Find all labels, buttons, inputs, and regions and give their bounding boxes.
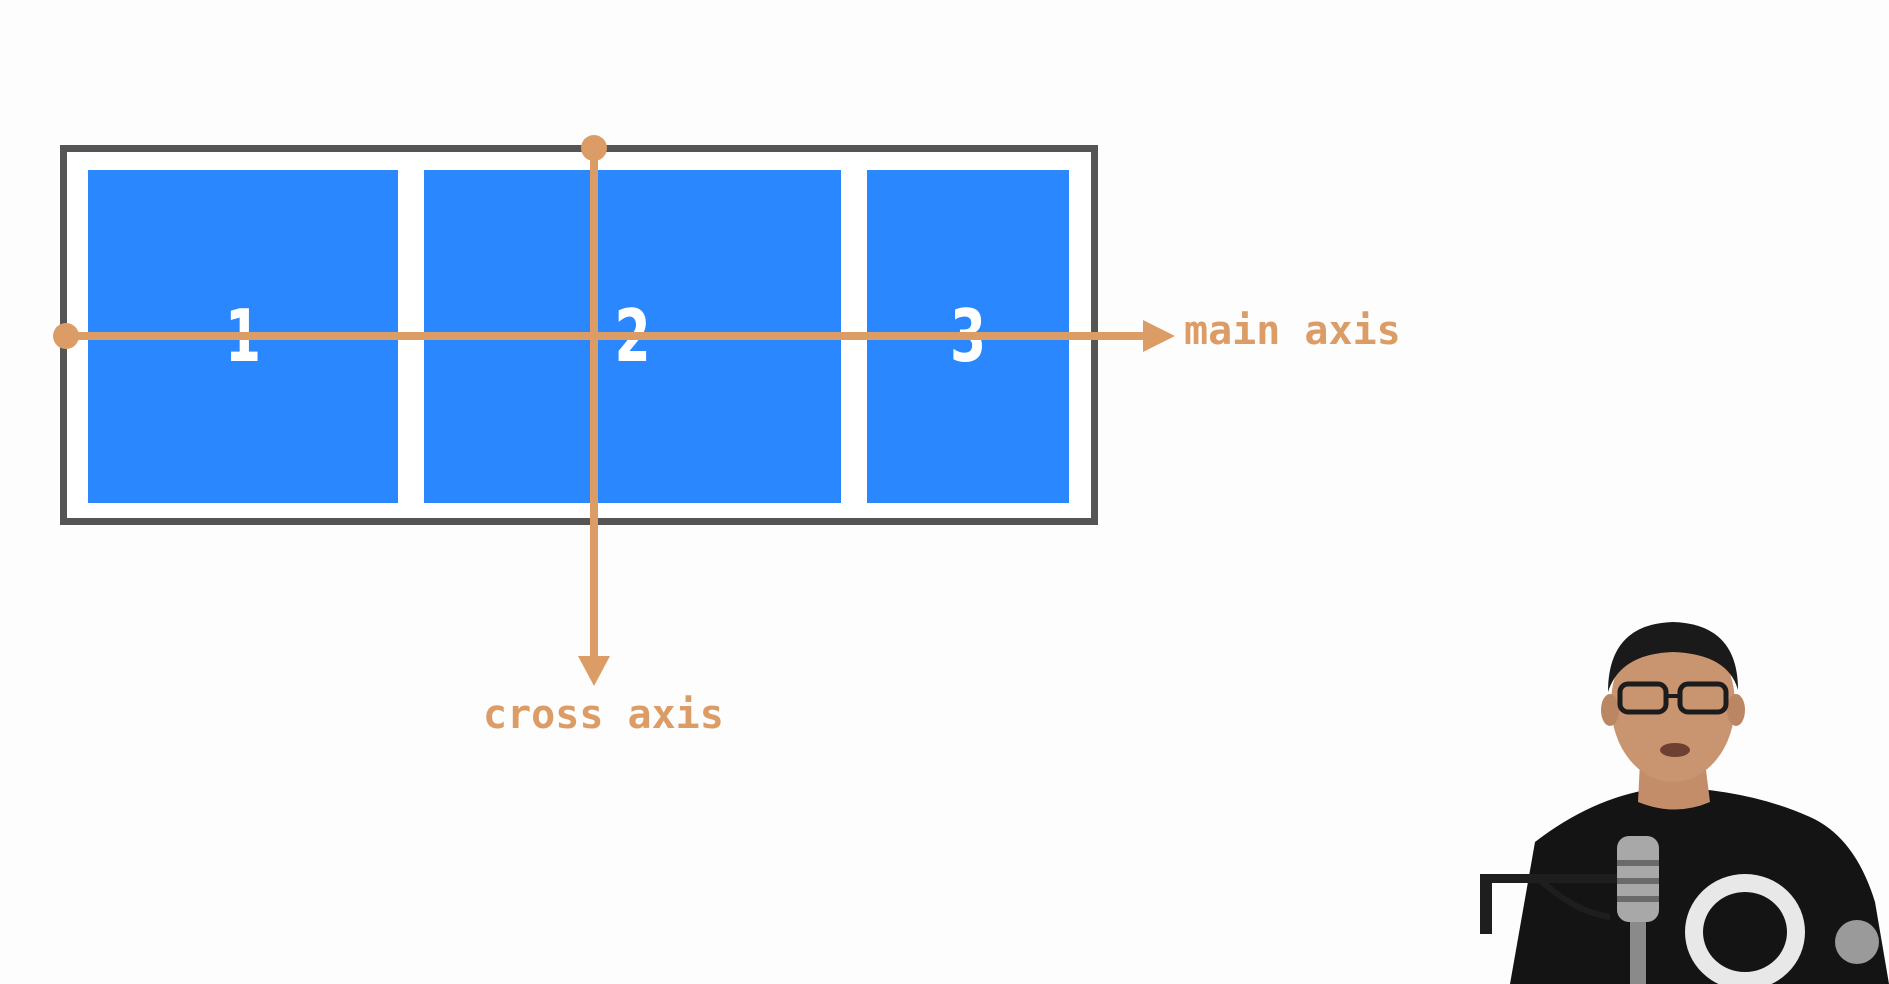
main-axis-arrow — [53, 320, 1175, 352]
main-axis-label: main axis — [1184, 308, 1401, 354]
cross-axis-label: cross axis — [483, 692, 724, 738]
cross-axis-arrowhead — [578, 656, 610, 686]
presenter-figure — [1480, 622, 1889, 984]
main-axis-arrowhead — [1143, 320, 1175, 352]
presenter-webcam-icon — [1480, 612, 1889, 984]
cross-axis-arrow — [578, 135, 610, 686]
